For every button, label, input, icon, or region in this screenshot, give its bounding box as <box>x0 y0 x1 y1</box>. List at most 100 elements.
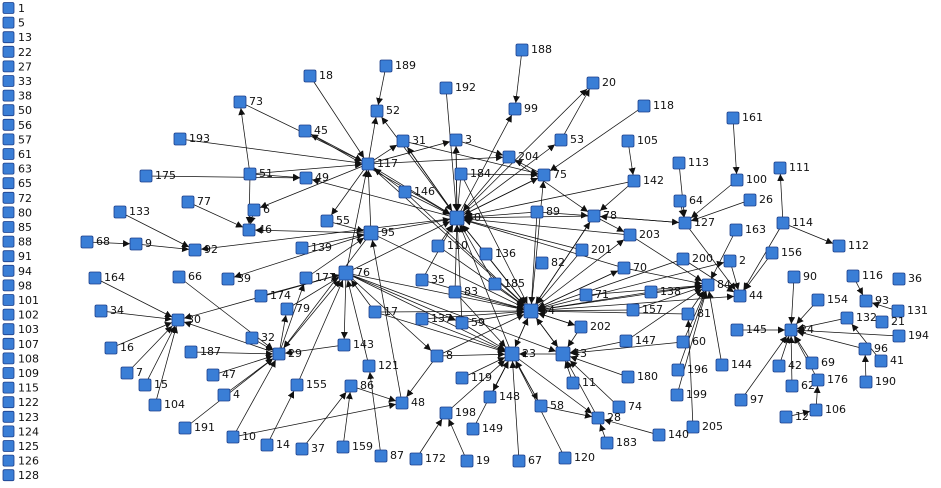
node-square[interactable] <box>676 335 690 349</box>
node-55[interactable]: 55 <box>320 214 350 228</box>
node-111[interactable]: 111 <box>773 161 810 175</box>
node-square[interactable] <box>395 396 409 410</box>
node-square[interactable] <box>2 410 15 423</box>
node-square[interactable] <box>2 308 15 321</box>
node-194[interactable]: 194 <box>892 329 929 343</box>
node-119[interactable]: 119 <box>455 371 492 385</box>
node-196[interactable]: 196 <box>671 363 708 377</box>
node-185[interactable]: 185 <box>488 277 525 291</box>
node-45[interactable]: 45 <box>298 124 328 138</box>
node-square[interactable] <box>523 303 539 319</box>
isolated-node-91[interactable]: 91 <box>2 250 32 263</box>
node-square[interactable] <box>534 399 548 413</box>
isolated-node-27[interactable]: 27 <box>2 60 32 73</box>
node-square[interactable] <box>2 2 15 14</box>
isolated-node-65[interactable]: 65 <box>2 177 32 190</box>
node-square[interactable] <box>773 161 787 175</box>
node-149[interactable]: 149 <box>466 422 503 436</box>
node-66[interactable]: 66 <box>172 270 202 284</box>
isolated-node-102[interactable]: 102 <box>2 308 39 322</box>
node-189[interactable]: 189 <box>379 59 416 73</box>
node-97[interactable]: 97 <box>734 393 764 407</box>
node-51[interactable]: 51 <box>243 167 273 181</box>
node-square[interactable] <box>617 261 631 275</box>
node-47[interactable]: 47 <box>206 368 236 382</box>
isolated-node-50[interactable]: 50 <box>2 104 32 117</box>
node-square[interactable] <box>172 270 186 284</box>
node-square[interactable] <box>483 390 497 404</box>
node-14[interactable]: 14 <box>260 438 290 452</box>
node-24[interactable]: 24 <box>784 323 814 337</box>
node-144[interactable]: 144 <box>715 358 752 372</box>
node-square[interactable] <box>2 162 15 175</box>
node-square[interactable] <box>363 225 379 241</box>
node-16[interactable]: 16 <box>104 341 134 355</box>
node-square[interactable] <box>504 346 520 362</box>
isolated-node-5[interactable]: 5 <box>2 16 25 30</box>
node-square[interactable] <box>479 247 493 261</box>
node-square[interactable] <box>2 367 15 379</box>
node-square[interactable] <box>2 89 15 102</box>
node-square[interactable] <box>892 329 906 343</box>
node-105[interactable]: 105 <box>621 134 658 148</box>
node-127[interactable]: 127 <box>678 216 715 230</box>
node-100[interactable]: 100 <box>730 173 767 187</box>
node-square[interactable] <box>2 75 15 87</box>
node-36[interactable]: 36 <box>892 272 922 286</box>
node-201[interactable]: 201 <box>575 243 612 257</box>
node-square[interactable] <box>460 454 474 468</box>
node-square[interactable] <box>336 440 350 454</box>
node-square[interactable] <box>2 381 15 394</box>
node-68[interactable]: 68 <box>80 235 110 249</box>
node-square[interactable] <box>600 436 614 450</box>
node-73[interactable]: 73 <box>233 95 263 109</box>
isolated-node-1[interactable]: 1 <box>2 2 25 15</box>
node-square[interactable] <box>686 420 700 434</box>
node-146[interactable]: 146 <box>398 185 435 199</box>
node-18[interactable]: 18 <box>303 69 333 83</box>
node-square[interactable] <box>765 246 779 260</box>
node-square[interactable] <box>558 451 572 465</box>
node-square[interactable] <box>787 270 801 284</box>
node-199[interactable]: 199 <box>670 388 707 402</box>
node-square[interactable] <box>846 269 860 283</box>
node-square[interactable] <box>729 223 743 237</box>
node-square[interactable] <box>374 449 388 463</box>
node-square[interactable] <box>2 16 15 29</box>
node-92[interactable]: 92 <box>188 243 218 257</box>
node-square[interactable] <box>2 337 15 350</box>
node-132[interactable]: 132 <box>840 311 877 325</box>
node-square[interactable] <box>260 438 274 452</box>
node-square[interactable] <box>439 406 453 420</box>
node-square[interactable] <box>2 104 15 117</box>
node-square[interactable] <box>295 241 309 255</box>
node-square[interactable] <box>415 312 429 326</box>
node-138[interactable]: 138 <box>644 285 681 299</box>
node-square[interactable] <box>415 273 429 287</box>
node-191[interactable]: 191 <box>178 421 215 435</box>
node-square[interactable] <box>574 320 588 334</box>
node-square[interactable] <box>379 59 393 73</box>
node-square[interactable] <box>874 354 888 368</box>
node-117[interactable]: 117 <box>361 157 398 171</box>
node-square[interactable] <box>2 440 15 452</box>
node-square[interactable] <box>254 289 268 303</box>
node-square[interactable] <box>242 223 256 237</box>
node-202[interactable]: 202 <box>574 320 611 334</box>
node-193[interactable]: 193 <box>173 132 210 146</box>
node-square[interactable] <box>805 356 819 370</box>
isolated-node-98[interactable]: 98 <box>2 279 32 292</box>
node-square[interactable] <box>2 454 15 467</box>
node-square[interactable] <box>671 363 685 377</box>
node-2[interactable]: 2 <box>723 254 746 268</box>
node-square[interactable] <box>449 210 465 226</box>
node-26[interactable]: 26 <box>743 193 773 207</box>
node-square[interactable] <box>184 345 198 359</box>
isolated-node-101[interactable]: 101 <box>2 294 39 307</box>
node-square[interactable] <box>2 31 15 44</box>
node-19[interactable]: 19 <box>460 454 490 468</box>
node-square[interactable] <box>409 452 423 466</box>
node-177[interactable]: 177 <box>299 271 336 285</box>
node-square[interactable] <box>591 411 605 425</box>
node-39[interactable]: 39 <box>221 272 251 286</box>
